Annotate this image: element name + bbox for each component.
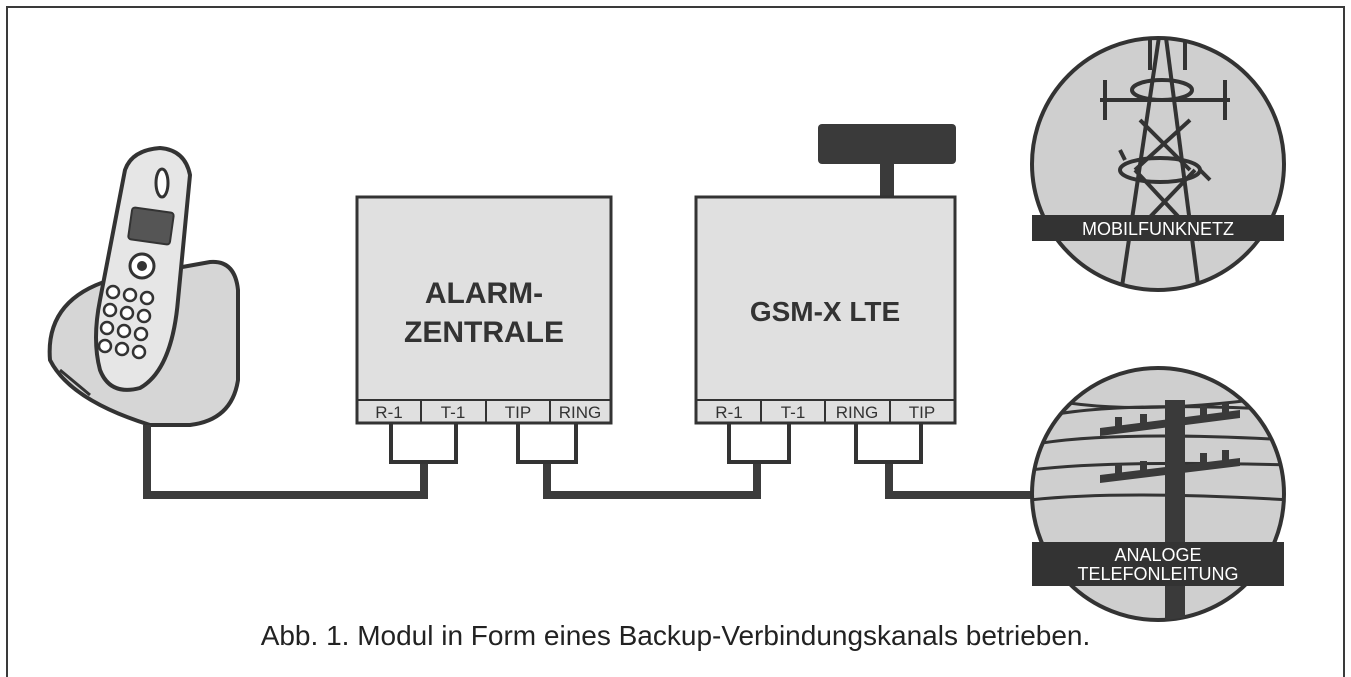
gsm-module: GSM-X LTE R-1 T-1 RING TIP	[694, 124, 957, 425]
analog-line: ANALOGE TELEFONLEITUNG	[1030, 366, 1286, 622]
phone-to-panel-wire	[143, 425, 428, 499]
module-to-line-wire	[885, 462, 1040, 499]
panel-to-module-wire	[543, 462, 761, 499]
gsm-terminal-label: TIP	[909, 403, 935, 422]
analog-line-label-2: TELEFONLEITUNG	[1077, 564, 1238, 584]
analog-line-label-1: ANALOGE	[1114, 545, 1201, 565]
mobile-network-label: MOBILFUNKNETZ	[1082, 219, 1234, 239]
cordless-phone-icon	[47, 145, 240, 427]
alarm-terminal-label: RING	[559, 403, 602, 422]
gsm-module-title: GSM-X LTE	[750, 296, 900, 327]
alarm-terminal-label: R-1	[375, 403, 402, 422]
alarm-terminal-label: TIP	[505, 403, 531, 422]
antenna-icon	[818, 124, 956, 164]
terminal-loops	[389, 422, 923, 464]
alarm-panel-title-1: ALARM-	[425, 277, 543, 310]
figure-caption: Abb. 1. Modul in Form eines Backup-Verbi…	[260, 620, 1091, 651]
mobile-network: MOBILFUNKNETZ	[1030, 36, 1286, 292]
gsm-terminal-label: RING	[836, 403, 879, 422]
alarm-panel: ALARM- ZENTRALE R-1 T-1 TIP RING	[355, 195, 613, 425]
diagram-frame	[6, 6, 1345, 677]
cell-tower-icon	[1100, 38, 1230, 290]
alarm-terminal-label: T-1	[441, 403, 466, 422]
gsm-terminal-label: R-1	[715, 403, 742, 422]
gsm-terminal-label: T-1	[781, 403, 806, 422]
alarm-panel-title-2: ZENTRALE	[404, 316, 564, 349]
